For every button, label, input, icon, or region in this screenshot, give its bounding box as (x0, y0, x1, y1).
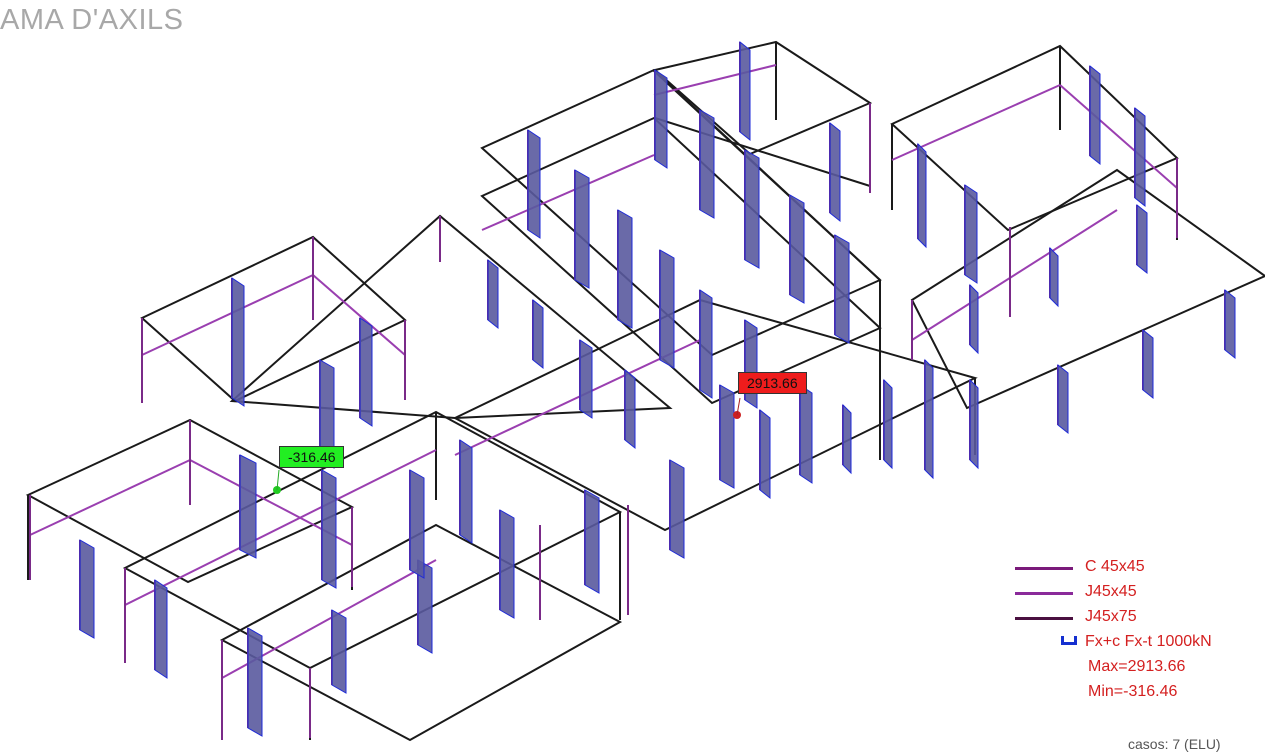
axial-force-plate (527, 129, 541, 239)
axial-force-plate (154, 579, 168, 679)
axial-force-plate (659, 249, 675, 369)
axial-force-plate (699, 289, 713, 399)
axial-force-plate (969, 378, 979, 470)
legend-force-label: Fx+c Fx-t 1000kN (1085, 633, 1212, 650)
beam (481, 154, 655, 231)
legend-min-text: Min=-316.46 (1088, 683, 1178, 700)
axial-force-plate (1057, 363, 1069, 435)
axial-force-plate (574, 169, 590, 289)
axial-force-plate (624, 368, 636, 450)
beam (141, 274, 314, 356)
axial-force-plate (79, 539, 95, 639)
legend-label: J45x45 (1085, 583, 1137, 600)
min-leader-line (276, 469, 280, 491)
legend-label: J45x75 (1085, 608, 1137, 625)
axial-force-plate (1136, 203, 1148, 275)
slab-outline (229, 214, 673, 420)
min-value-tag: -316.46 (279, 446, 345, 468)
axial-force-plate (1142, 328, 1154, 400)
axial-force-plate (579, 339, 593, 419)
axial-force-plate (487, 258, 499, 330)
bracket-icon (1061, 636, 1077, 645)
max-value-tag: 2913.66 (738, 372, 807, 394)
axial-force-plate (842, 403, 852, 475)
axial-force-plate (789, 194, 805, 304)
legend-swatch (1015, 617, 1073, 620)
axial-force-plate (617, 209, 633, 329)
axial-force-plate (584, 489, 600, 594)
legend-max-text: Max=2913.66 (1088, 658, 1186, 675)
axial-force-plate (321, 469, 337, 589)
axial-force-plate (744, 319, 758, 409)
axial-force-plate (739, 40, 751, 142)
max-leader-line (736, 397, 741, 416)
beam (124, 449, 437, 606)
axial-force-plate (669, 459, 685, 559)
beam (312, 274, 406, 356)
axial-force-plate (1049, 246, 1059, 308)
axial-force-plate (331, 609, 347, 694)
beam (911, 209, 1118, 341)
slab-outlines (25, 40, 1265, 742)
legend-label: C 45x45 (1085, 558, 1145, 575)
axial-force-plate (532, 298, 544, 370)
axial-force-plate (744, 149, 760, 269)
slab-outline (910, 168, 1265, 410)
beam (1059, 84, 1178, 189)
axial-force-plate (409, 469, 425, 579)
legend-swatch (1015, 592, 1073, 595)
axial-force-plate (459, 439, 473, 544)
legend-swatch (1015, 567, 1073, 570)
axial-force-plate (239, 454, 257, 559)
axial-force-plate (759, 408, 771, 500)
axial-force-plate (834, 234, 850, 344)
axial-force-plate (654, 69, 668, 169)
axial-force-plate (247, 627, 263, 737)
axial-force-plate (417, 559, 433, 654)
load-case-label: casos: 7 (ELU) (1128, 736, 1221, 752)
slab-outline (122, 410, 623, 670)
axial-force-diagrams (79, 40, 1236, 737)
axial-force-plate (359, 317, 373, 427)
axial-force-plate (917, 142, 927, 249)
axial-force-plate (231, 277, 245, 407)
axial-force-plate (964, 184, 978, 284)
beam (653, 64, 777, 96)
axial-force-plate (829, 121, 841, 223)
axial-force-plate (699, 109, 715, 219)
page-title: AMA D'AXILS (0, 4, 184, 36)
axial-force-plate (1089, 64, 1101, 166)
axial-force-plate (1224, 288, 1236, 360)
axial-force-plate (924, 358, 934, 480)
axial-force-plate (969, 283, 979, 355)
axial-force-plate (799, 384, 813, 484)
axial-force-plate (1134, 106, 1146, 208)
axial-force-plate (883, 378, 893, 470)
slab-outline (219, 523, 623, 742)
axial-force-plate (719, 384, 735, 489)
axial-force-plate (319, 359, 335, 469)
beam (29, 459, 191, 536)
axial-force-plate (499, 509, 515, 619)
